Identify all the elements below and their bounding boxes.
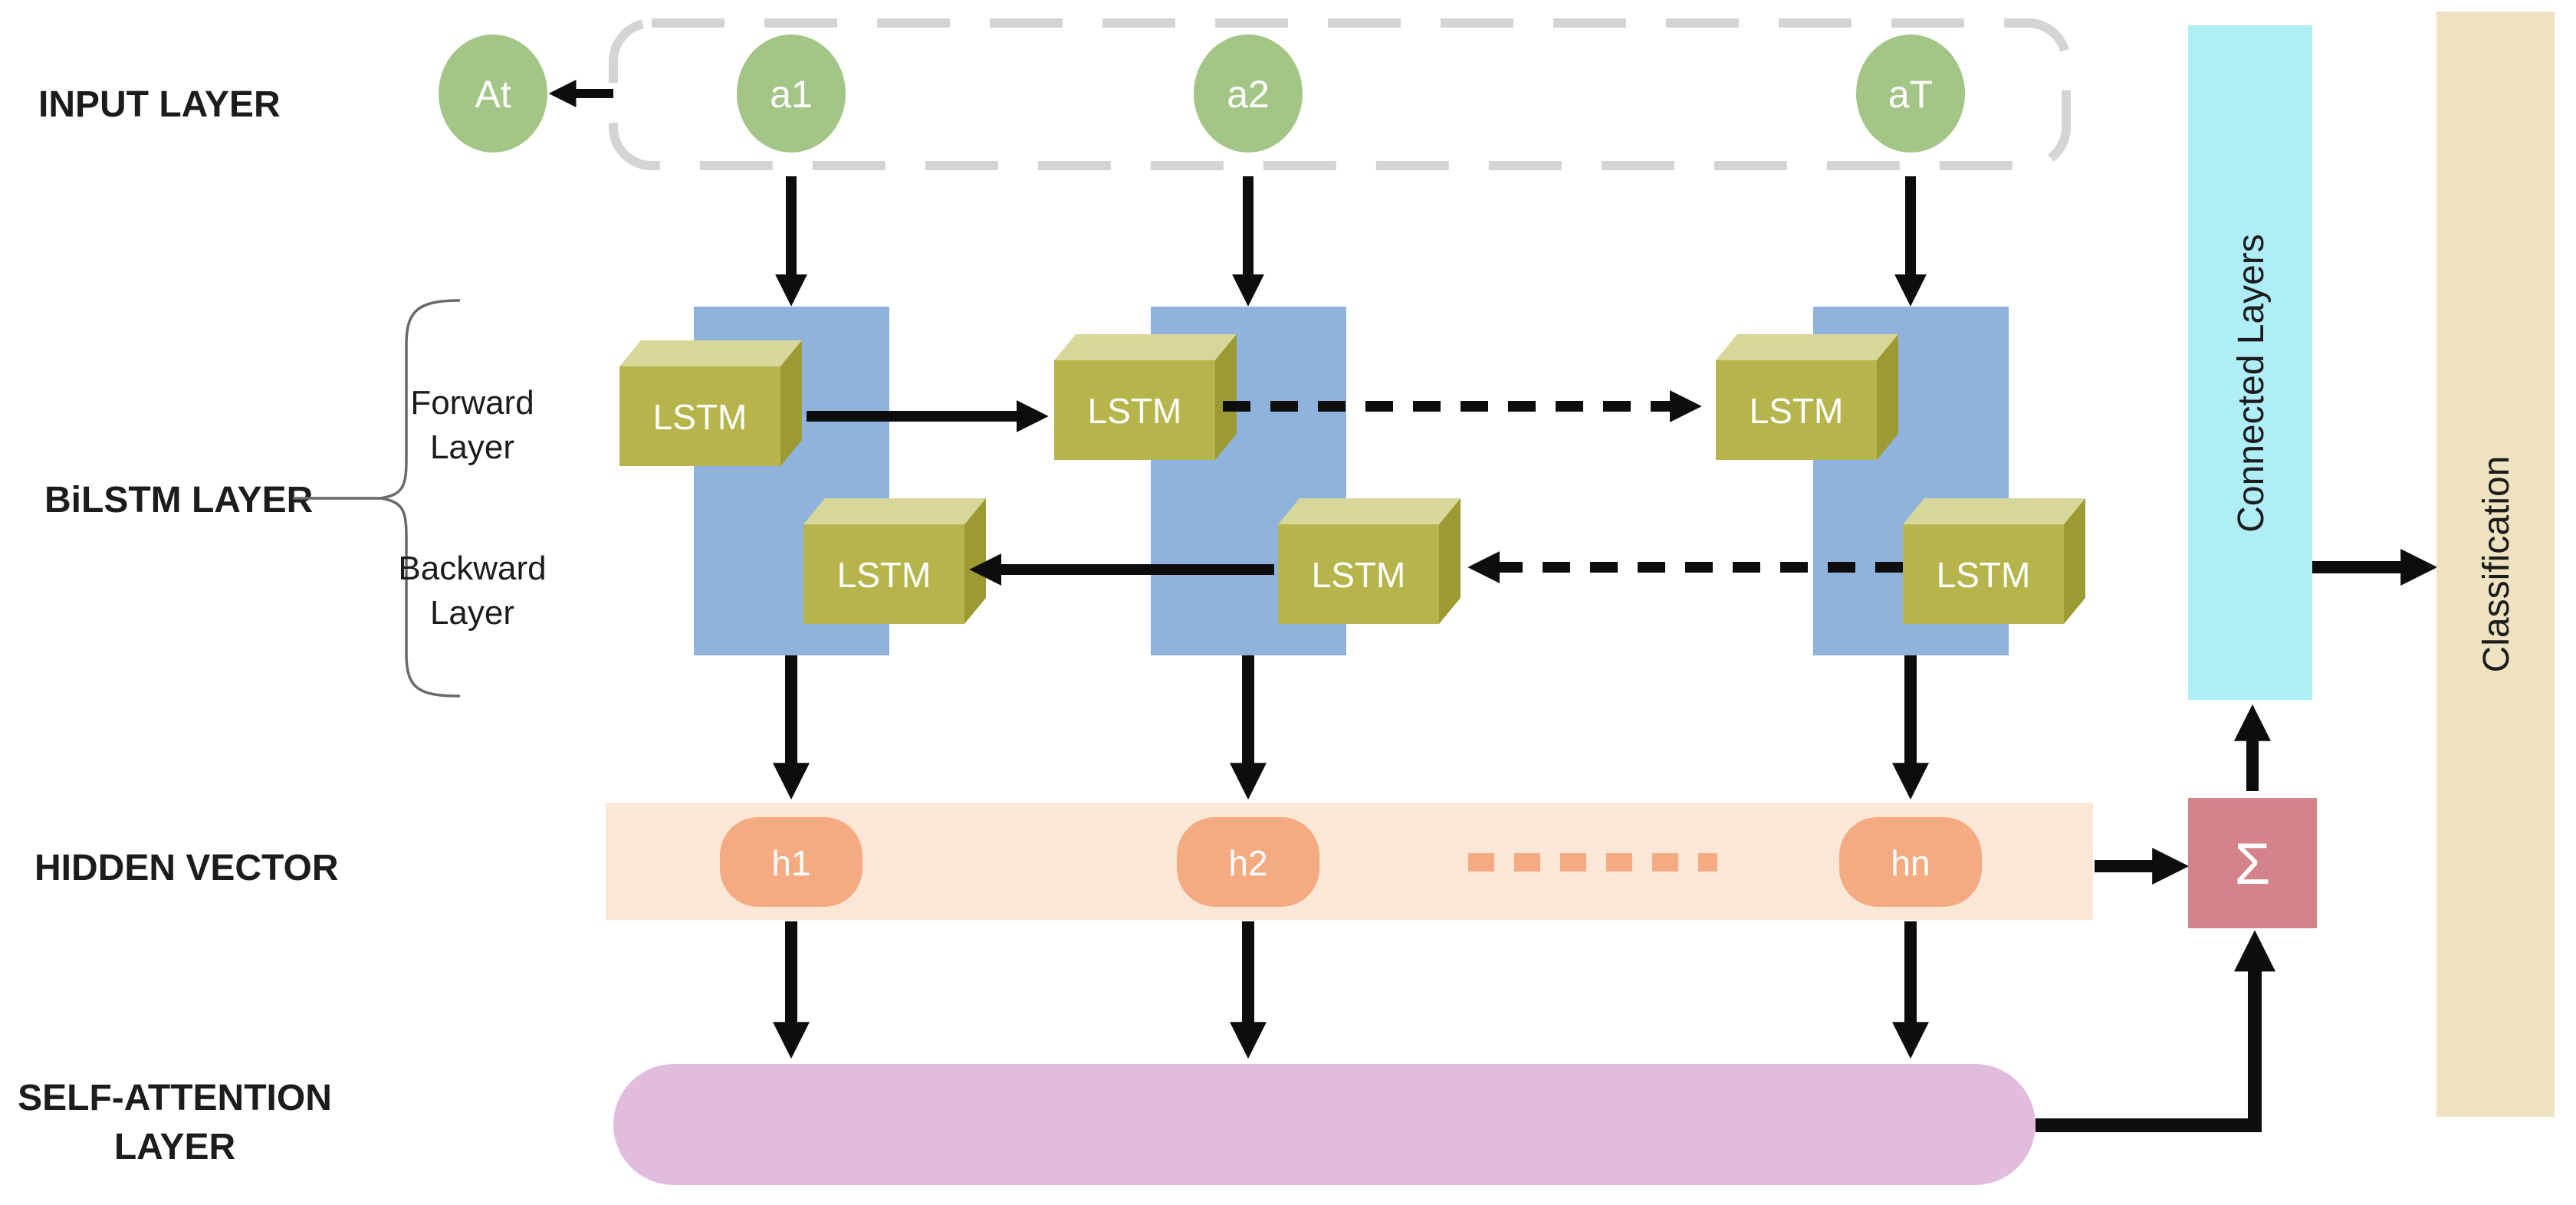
input-node-at: At (439, 34, 547, 153)
hidden-vector-label: HIDDEN VECTOR (34, 848, 339, 888)
self-attention-label-line2: LAYER (114, 1127, 235, 1167)
forward-lstm-cell-3-label: LSTM (1750, 391, 1844, 431)
input-node-at-label: At (475, 73, 511, 116)
hidden-node-h1-label: h1 (771, 843, 810, 883)
sum-symbol: Σ (2235, 832, 2271, 897)
classification-label: Classification (2476, 456, 2517, 673)
forward-layer-label-line1: Forward (410, 384, 534, 422)
forward-lstm-cell-3: LSTM (1716, 334, 1898, 460)
arrow-attention-to-sum (2036, 930, 2275, 1132)
backward-lstm-cell-3-label: LSTM (1937, 555, 2031, 595)
input-node-a1: a1 (737, 34, 846, 153)
forward-lstm-cell-2-label: LSTM (1088, 391, 1182, 431)
input-sequence-frame (609, 18, 2071, 170)
backward-layer-label-line1: Backward (398, 550, 546, 587)
self-attention-bar (613, 1064, 2036, 1185)
backward-lstm-cell-1-label: LSTM (837, 555, 932, 595)
forward-lstm-cell-1: LSTM (619, 340, 802, 466)
hidden-node-hn: hn (1839, 817, 1982, 907)
forward-lstm-cell-2: LSTM (1054, 334, 1237, 460)
connected-layers-label: Connected Layers (2231, 234, 2272, 533)
self-attention-label-line1: SELF-ATTENTION (18, 1078, 332, 1118)
bilstm-layer-label: BiLSTM LAYER (44, 480, 313, 520)
bilstm-brace (380, 299, 461, 698)
input-node-a2-label: a2 (1227, 73, 1270, 116)
classification-bar (2436, 11, 2555, 1117)
connected-layers-bar (2188, 25, 2312, 700)
input-node-a1-label: a1 (770, 73, 813, 116)
sum-node: Σ (2188, 798, 2317, 928)
hidden-node-hn-label: hn (1891, 843, 1930, 883)
backward-layer-label-line2: Layer (430, 594, 514, 632)
hidden-node-h2-label: h2 (1228, 843, 1267, 883)
input-node-aT-label: aT (1888, 73, 1933, 116)
backward-lstm-cell-2: LSTM (1278, 498, 1460, 624)
backward-lstm-cell-1: LSTM (803, 498, 986, 624)
input-node-a2: a2 (1194, 34, 1303, 153)
input-layer-label: INPUT LAYER (38, 84, 281, 125)
hidden-node-h2: h2 (1177, 817, 1319, 907)
hidden-node-h1: h1 (720, 817, 863, 907)
input-node-aT: aT (1856, 34, 1965, 153)
forward-layer-label-line2: Layer (430, 428, 514, 466)
backward-lstm-cell-3: LSTM (1903, 498, 2085, 624)
backward-lstm-cell-2-label: LSTM (1312, 555, 1406, 595)
forward-lstm-cell-1-label: LSTM (653, 397, 748, 437)
